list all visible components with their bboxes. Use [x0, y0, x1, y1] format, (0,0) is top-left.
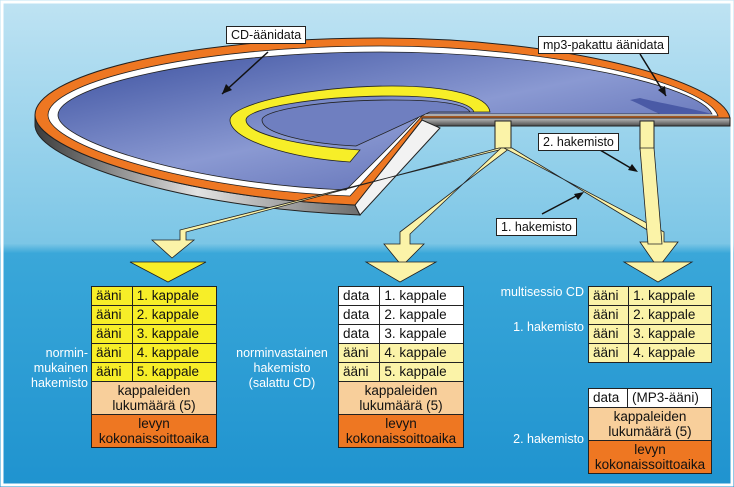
- disc-hub: [261, 99, 471, 147]
- beam-dir2: [639, 147, 663, 245]
- disc-mp3-area: [630, 98, 712, 114]
- nonstandard-label: norminvastainen hakemisto (salattu CD): [236, 346, 328, 390]
- callout-arrow-dir2: [599, 149, 635, 171]
- table-row: data(MP3-ääni): [587, 388, 712, 408]
- callout-cd-audio: CD-äänidata: [226, 26, 307, 44]
- callout-arrow-cd-audio: [221, 51, 269, 95]
- disc-edge-right: [421, 117, 731, 127]
- disc-dir2-marker: [639, 120, 655, 150]
- beam-to-nonstandard: [383, 147, 512, 267]
- disc-dir1-marker: [494, 120, 512, 150]
- multisession-dir1-label: 1. hakemisto: [513, 320, 584, 334]
- disc-toc-ring: [229, 85, 491, 163]
- arrow-head-multisession: [622, 261, 694, 283]
- arrow-head-standard: [129, 261, 207, 283]
- multisession-dir2-label: 2. hakemisto: [513, 432, 584, 446]
- callout-arrow-dir1: [541, 193, 581, 215]
- beam-to-multisession: [503, 147, 679, 269]
- arrow-head-nonstandard: [364, 261, 438, 283]
- callout-mp3-audio: mp3-pakattu äänidata: [538, 36, 669, 54]
- beam-to-standard: [150, 147, 508, 259]
- multisession-label: multisessio CD: [500, 285, 584, 299]
- callout-dir1: 1. hakemisto: [496, 218, 577, 236]
- standard-label: normin- mukainen hakemisto: [31, 346, 88, 390]
- callout-dir2: 2. hakemisto: [538, 133, 619, 151]
